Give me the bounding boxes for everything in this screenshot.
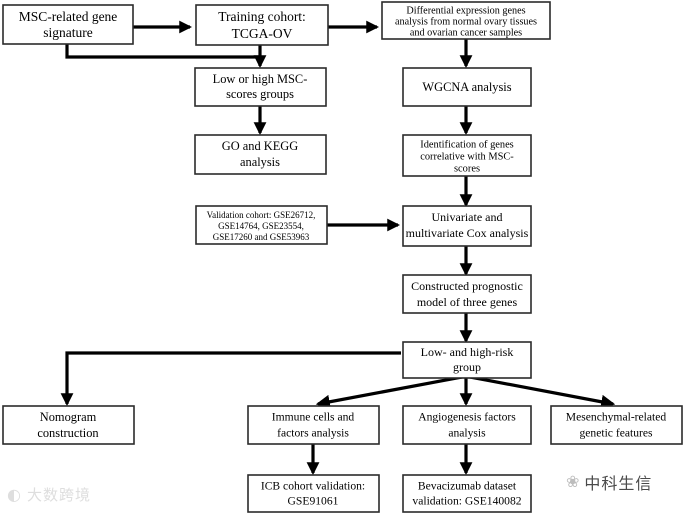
node-identification-line-1: Identification of genes bbox=[420, 139, 513, 150]
node-identification-line-3: scores bbox=[454, 163, 480, 174]
watermark-right-text: 中科生信 bbox=[584, 474, 653, 493]
node-bevacizumab-validation[interactable]: Bevacizumab dataset validation: GSE14008… bbox=[402, 474, 532, 513]
node-mesenchymal-line-2: genetic features bbox=[579, 427, 653, 440]
edge-msc-signature-to-msc-groups bbox=[65, 44, 260, 59]
node-identification-line-2: correlative with MSC- bbox=[420, 151, 514, 162]
node-deg-analysis-line-2: analysis from normal ovary tissues bbox=[395, 16, 537, 27]
node-training-cohort-line-2: TCGA-OV bbox=[232, 26, 293, 41]
node-bevacizumab-line-2: validation: GSE140082 bbox=[412, 495, 521, 508]
node-mesenchymal[interactable]: Mesenchymal-related genetic features bbox=[550, 405, 683, 445]
node-cox[interactable]: Univariate and multivariate Cox analysis bbox=[402, 205, 532, 247]
node-nomogram-line-1: Nomogram bbox=[40, 410, 97, 424]
watermark-left-logo-icon: ◐ bbox=[7, 484, 22, 504]
edge-risk-group-to-nomogram bbox=[60, 351, 401, 407]
node-validation-cohort[interactable]: Validation cohort: GSE26712, GSE14764, G… bbox=[195, 205, 328, 245]
node-prognostic-line-2: model of three genes bbox=[417, 295, 518, 309]
watermark-left-text: 大数跨境 bbox=[26, 486, 91, 504]
node-msc-groups-line-1: Low or high MSC- bbox=[213, 72, 308, 86]
node-msc-groups-line-2: scores groups bbox=[226, 87, 294, 101]
node-immune-line-2: factors analysis bbox=[277, 427, 349, 440]
node-msc-signature-line-2: signature bbox=[43, 25, 93, 40]
node-icb-line-1: ICB cohort validation: bbox=[261, 480, 365, 493]
node-wgcna[interactable]: WGCNA analysis bbox=[402, 67, 532, 107]
node-nomogram[interactable]: Nomogram construction bbox=[2, 405, 135, 445]
node-msc-groups[interactable]: Low or high MSC- scores groups bbox=[194, 67, 327, 107]
node-msc-signature[interactable]: MSC-related gene signature bbox=[2, 4, 134, 45]
node-training-cohort[interactable]: Training cohort: TCGA-OV bbox=[195, 4, 329, 46]
edge-risk-group-to-mesenchymal bbox=[469, 375, 616, 409]
node-cox-line-1: Univariate and bbox=[432, 210, 503, 224]
node-risk-group-line-2: group bbox=[453, 360, 481, 374]
node-mesenchymal-line-1: Mesenchymal-related bbox=[566, 411, 667, 424]
node-angiogenesis-line-2: analysis bbox=[448, 427, 486, 440]
watermark-right: ❀ 中科生信 bbox=[566, 470, 652, 494]
node-bevacizumab-line-1: Bevacizumab dataset bbox=[418, 480, 517, 493]
node-deg-analysis[interactable]: Differential expression genes analysis f… bbox=[381, 1, 551, 40]
node-training-cohort-line-1: Training cohort: bbox=[218, 9, 306, 24]
node-wgcna-label: WGCNA analysis bbox=[422, 80, 511, 94]
node-prognostic-line-1: Constructed prognostic bbox=[411, 279, 523, 293]
node-icb-line-2: GSE91061 bbox=[288, 495, 339, 508]
edge-risk-group-to-immune bbox=[315, 375, 463, 409]
node-risk-group[interactable]: Low- and high-risk group bbox=[402, 341, 532, 379]
node-prognostic-model[interactable]: Constructed prognostic model of three ge… bbox=[402, 274, 532, 314]
node-cox-line-2: multivariate Cox analysis bbox=[406, 226, 529, 240]
node-angiogenesis[interactable]: Angiogenesis factors analysis bbox=[402, 405, 532, 445]
node-angiogenesis-line-1: Angiogenesis factors bbox=[418, 411, 516, 424]
watermark-right-logo-icon: ❀ bbox=[566, 472, 580, 491]
node-validation-line-2: GSE14764, GSE23554, bbox=[218, 221, 304, 231]
node-validation-line-1: Validation cohort: GSE26712, bbox=[207, 210, 316, 220]
node-go-kegg-line-1: GO and KEGG bbox=[222, 139, 298, 153]
node-deg-analysis-line-1: Differential expression genes bbox=[406, 5, 525, 16]
node-go-kegg-line-2: analysis bbox=[240, 155, 280, 169]
node-go-kegg[interactable]: GO and KEGG analysis bbox=[194, 134, 327, 175]
node-validation-line-3: GSE17260 and GSE53963 bbox=[213, 232, 310, 242]
node-immune-line-1: Immune cells and bbox=[272, 411, 355, 424]
node-nomogram-line-2: construction bbox=[37, 426, 98, 440]
node-immune[interactable]: Immune cells and factors analysis bbox=[247, 405, 380, 445]
node-msc-signature-line-1: MSC-related gene bbox=[19, 9, 118, 24]
node-risk-group-line-1: Low- and high-risk bbox=[421, 345, 514, 359]
node-icb-validation[interactable]: ICB cohort validation: GSE91061 bbox=[247, 474, 380, 513]
node-deg-analysis-line-3: and ovarian cancer samples bbox=[410, 27, 522, 38]
node-identification[interactable]: Identification of genes correlative with… bbox=[402, 134, 532, 177]
watermark-left: ◐ 大数跨境 bbox=[7, 484, 91, 505]
